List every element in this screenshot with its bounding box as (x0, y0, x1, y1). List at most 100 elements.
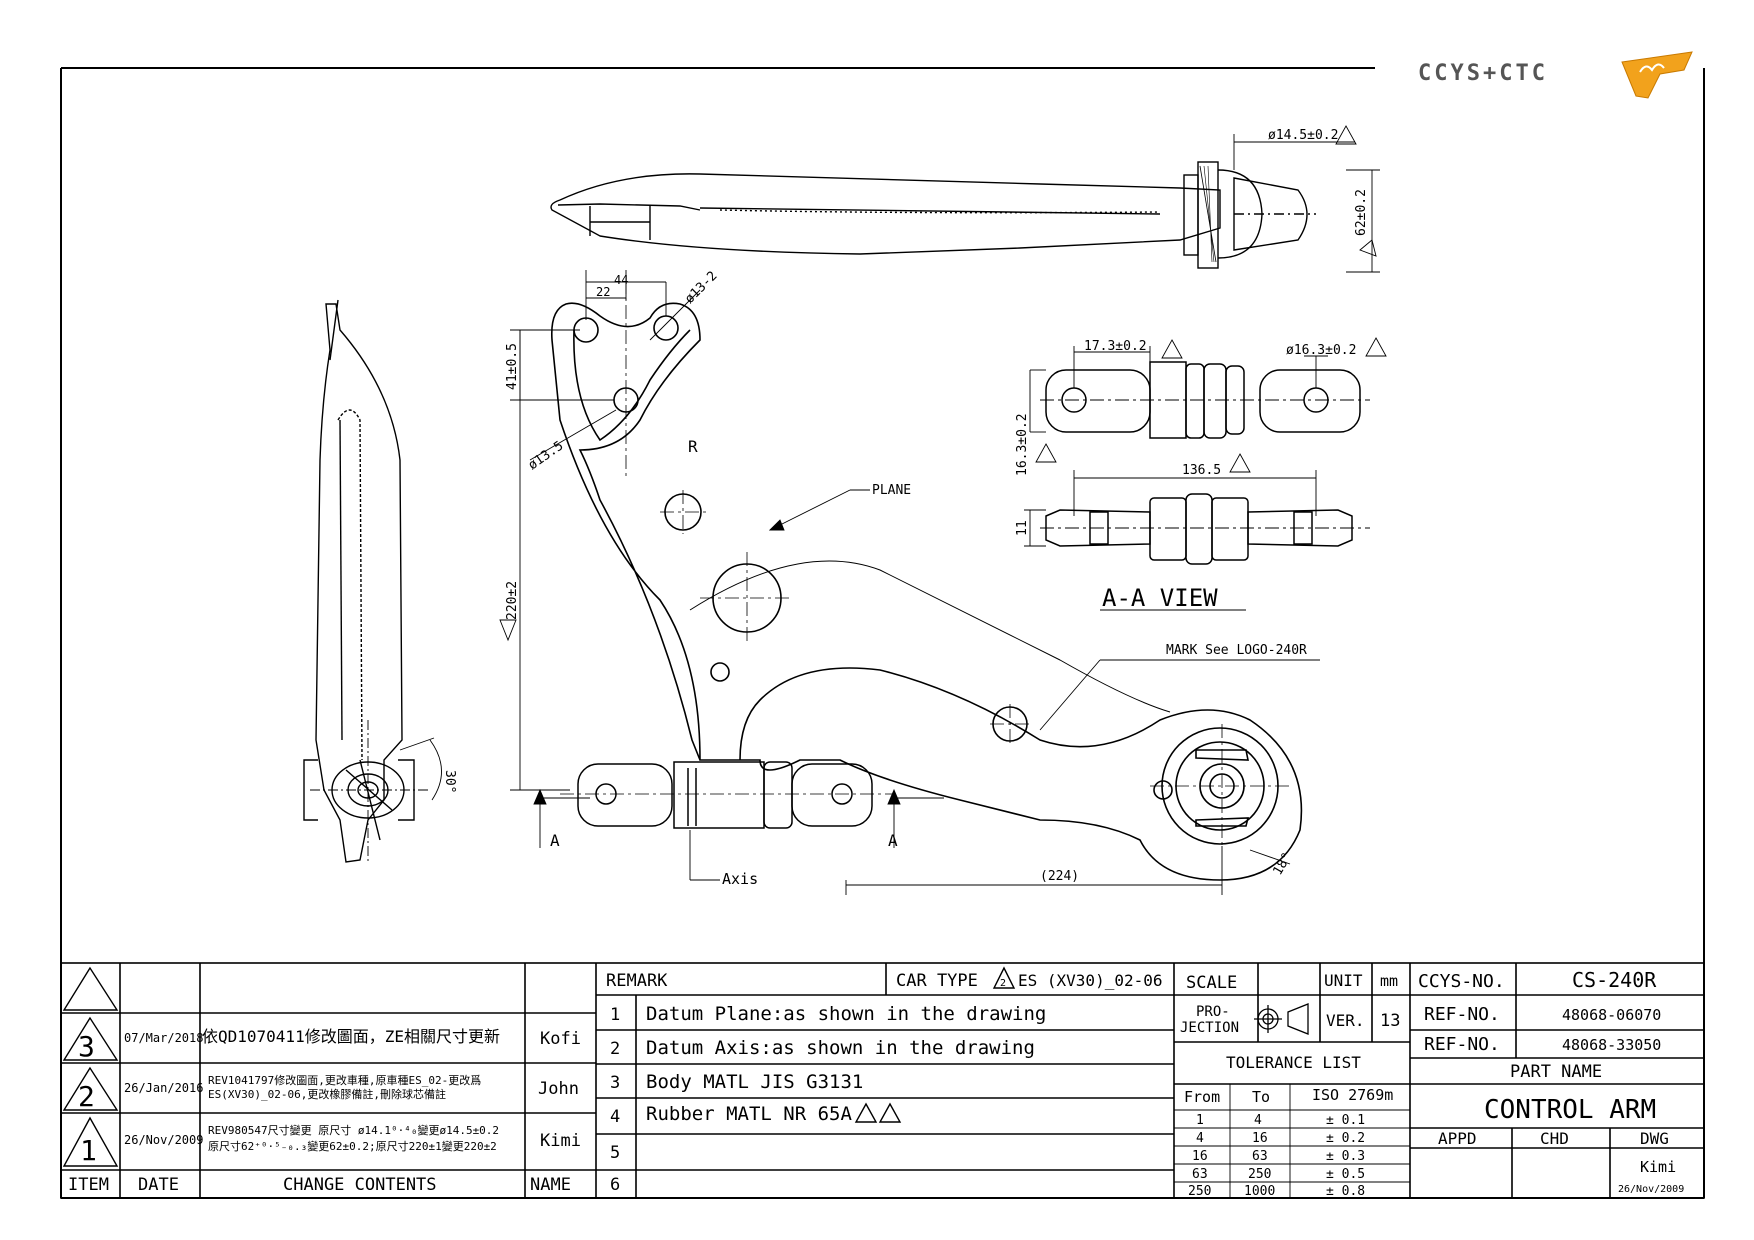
dim-44: 44 (614, 273, 628, 287)
section-a-left: A (550, 831, 560, 850)
dim-hole-13: ø13-2 (682, 269, 720, 307)
header-date: DATE (138, 1175, 179, 1195)
top-view-dimensions (1233, 125, 1380, 273)
remark-label: REMARK (606, 971, 668, 991)
aa-view-dimensions (1024, 337, 1387, 611)
remark-text-1: Datum Plane:as shown in the drawing (646, 1003, 1046, 1025)
top-profile-view (550, 161, 1316, 269)
rev-name-1: Kimi (540, 1131, 581, 1151)
rev-name-3: Kofi (540, 1029, 581, 1049)
unit-value: mm (1380, 972, 1398, 990)
remark-n-5: 5 (610, 1143, 620, 1163)
rev-date-2: 26/Jan/2016 (124, 1081, 203, 1095)
dwg-name: Kimi (1640, 1158, 1676, 1176)
ref1-value: 48068-06070 (1562, 1006, 1661, 1024)
tol-to-5: 1000 (1244, 1184, 1275, 1199)
dim-bush-len: 62±0.2 (1354, 189, 1369, 236)
dwg-label: DWG (1640, 1129, 1669, 1148)
axis-label: Axis (722, 870, 758, 888)
tol-val-3: ± 0.3 (1326, 1149, 1365, 1164)
dim-17-3: 17.3±0.2 (1084, 339, 1147, 354)
dim-angle-18: 18° (1270, 850, 1295, 878)
rev-date-1: 26/Nov/2009 (124, 1133, 203, 1147)
dim-angle-30: 30° (442, 770, 457, 793)
company-logo: CCYS+CTC (1418, 51, 1693, 99)
unit-label: UNIT (1324, 971, 1363, 990)
rev-item-2: 2 (78, 1080, 95, 1113)
header-name: NAME (530, 1175, 571, 1195)
header-change: CHANGE CONTENTS (283, 1175, 437, 1195)
tol-val-1: ± 0.1 (1326, 1113, 1365, 1128)
r-side-mark: R (688, 437, 698, 456)
main-view-centerlines (560, 280, 1290, 848)
tol-from-5: 250 (1188, 1184, 1211, 1199)
rev-item-3: 3 (78, 1030, 95, 1063)
rev-item-1: 1 (80, 1134, 97, 1167)
car-type-value: ES (XV30)_02-06 (1018, 971, 1163, 990)
plane-label: PLANE (872, 483, 911, 498)
tol-val-5: ± 0.8 (1326, 1184, 1365, 1199)
left-side-view (303, 299, 415, 863)
tol-from-1: 1 (1196, 1113, 1204, 1128)
tol-val-2: ± 0.2 (1326, 1131, 1365, 1146)
ref2-label: REF-NO. (1424, 1034, 1500, 1055)
projection-l2: JECTION (1180, 1020, 1239, 1036)
remark-n-6: 6 (610, 1175, 620, 1195)
title-block-grid (60, 962, 1705, 1199)
remark-n-2: 2 (610, 1039, 620, 1059)
logo-mark-icon (1621, 51, 1693, 99)
dim-16-3-dia: ø16.3±0.2 (1286, 343, 1356, 358)
remark-n-4: 4 (610, 1107, 620, 1127)
tol-to-2: 16 (1252, 1131, 1268, 1146)
remark-text-4: Rubber MATL NR 65A (646, 1103, 852, 1125)
part-name-value: CONTROL ARM (1484, 1095, 1656, 1125)
ref1-label: REF-NO. (1424, 1004, 1500, 1025)
ccys-label: CCYS-NO. (1418, 971, 1505, 992)
tol-from-4: 63 (1192, 1167, 1208, 1182)
dim-41: 41±0.5 (505, 343, 520, 390)
rev-content-1-l1: REV980547尺寸變更 原尺寸 ø14.1⁰·⁴₀變更ø14.5±0.2 (208, 1123, 499, 1137)
tolerance-grid (1174, 1084, 1410, 1198)
remark-n-1: 1 (610, 1005, 620, 1025)
remark-text-2: Datum Axis:as shown in the drawing (646, 1037, 1035, 1059)
tolerance-title: TOLERANCE LIST (1226, 1053, 1361, 1072)
ver-label: VER. (1326, 1011, 1365, 1030)
dim-16-3: 16.3±0.2 (1015, 413, 1030, 476)
dim-136-5: 136.5 (1182, 463, 1221, 478)
tol-to-3: 63 (1252, 1149, 1268, 1164)
rev-content-3: 依QD1070411修改圖面，ZE相關尺寸更新 (202, 1027, 500, 1046)
dim-11: 11 (1015, 520, 1030, 536)
appd-label: APPD (1438, 1129, 1477, 1148)
tol-header-iso: ISO 2769m (1312, 1086, 1393, 1104)
dim-22: 22 (596, 285, 610, 299)
main-bushing-front (577, 761, 873, 829)
projection-l1: PRO- (1196, 1004, 1230, 1020)
projection-symbol-icon (1254, 1003, 1309, 1035)
scale-label: SCALE (1186, 973, 1237, 993)
rev-date-3: 07/Mar/2018 (124, 1031, 203, 1045)
ccys-value: CS-240R (1572, 968, 1657, 992)
dwg-date: 26/Nov/2009 (1618, 1184, 1684, 1195)
rev-name-2: John (538, 1079, 579, 1099)
aa-view-title: A-A VIEW (1102, 584, 1218, 612)
tol-header-to: To (1252, 1088, 1270, 1106)
rev-content-2-l1: REV1041797修改圖面,更改車種,原車種ES_02-更改爲 (208, 1073, 481, 1087)
tol-val-4: ± 0.5 (1326, 1167, 1365, 1182)
chd-label: CHD (1540, 1129, 1569, 1148)
car-type-rev: 2 (1000, 978, 1006, 989)
remark-n-3: 3 (610, 1073, 620, 1093)
header-item: ITEM (68, 1175, 109, 1195)
ver-value: 13 (1380, 1011, 1400, 1031)
dim-224: (224) (1040, 869, 1079, 884)
tol-from-2: 4 (1196, 1131, 1204, 1146)
mark-note: MARK See LOGO-240R (1166, 643, 1307, 658)
section-a-right: A (888, 831, 898, 850)
remark-text-3: Body MATL JIS G3131 (646, 1071, 863, 1093)
rev-content-1-l2: 原尺寸62⁺⁰·⁵₋₀.₃變更62±0.2;原尺寸220±1變更220±2 (208, 1139, 497, 1153)
dim-220: 220±2 (505, 581, 520, 620)
ref2-value: 48068-33050 (1562, 1036, 1661, 1054)
main-view-dimensions (499, 270, 1320, 895)
dim-13-5: ø13.5 (526, 439, 567, 474)
dim-bush-dia: ø14.5±0.2 (1268, 128, 1338, 143)
